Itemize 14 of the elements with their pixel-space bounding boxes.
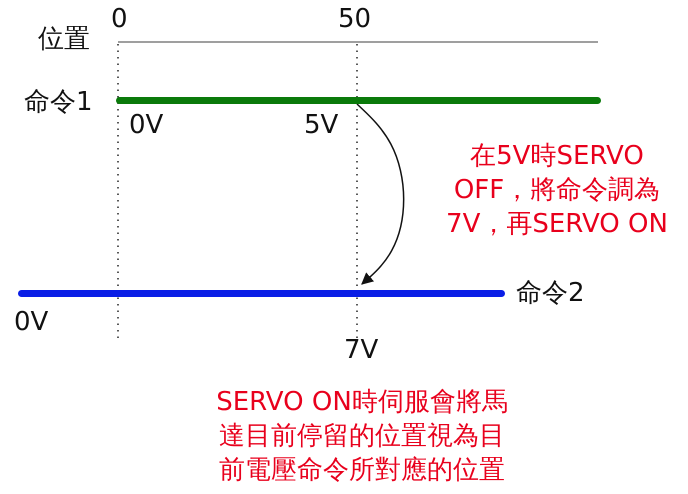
note-text: SERVO ON時伺服會將馬達目前停留的位置視為目前電壓命令所對應的位置: [215, 386, 509, 487]
note-text: 在5V時SERVO OFF，將命令調為7V，再SERVO ON: [445, 140, 669, 241]
command-label: 命令2: [516, 277, 585, 310]
voltage-label: 5V: [304, 109, 338, 142]
command-bar: [116, 97, 601, 104]
curved-arrow: [356, 103, 404, 285]
axis-label: 位置: [38, 23, 90, 56]
voltage-label: 0V: [129, 109, 164, 142]
command-label: 命令1: [24, 86, 93, 119]
voltage-label: 0V: [14, 306, 48, 339]
voltage-label: 7V: [344, 334, 378, 367]
tick-label: 50: [338, 3, 372, 36]
command-bar: [18, 290, 505, 297]
tick-label: 0: [111, 3, 128, 36]
